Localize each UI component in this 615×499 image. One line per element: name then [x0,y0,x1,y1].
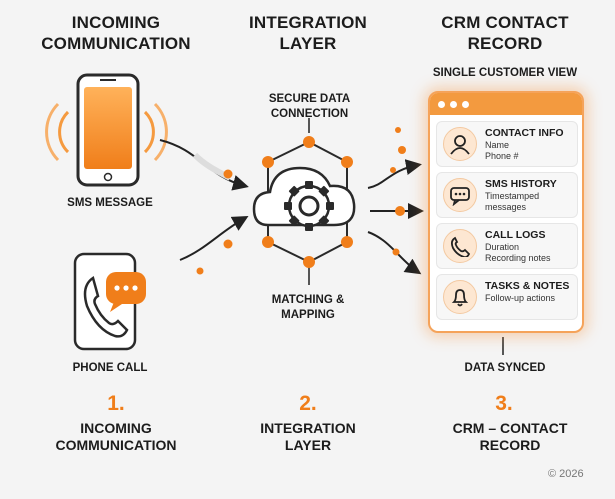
step-number-3: 3. [495,392,513,415]
step-number-2: 2. [299,392,317,415]
step-label-1: INCOMING COMMUNICATION [55,420,177,453]
outgoing-arrows [367,127,504,355]
phone-call-icon [73,252,146,351]
bell-icon [443,280,477,314]
phone-icon [443,229,477,263]
data-synced-label: DATA SYNCED [464,362,546,374]
heading-integration: INTEGRATION LAYER [248,13,368,53]
step-number-1: 1. [107,392,125,415]
crm-row-title: CONTACT INFO [485,127,564,139]
incoming-arrows [159,139,249,275]
phone-call-label: PHONE CALL [72,362,148,374]
copyright-text: © 2026 [548,468,584,480]
window-dot-icon [462,100,469,108]
heading-incoming: INCOMING COMMUNICATION [41,13,191,53]
crm-row-tasks-notes: TASKS & NOTES Follow-up actions [436,274,578,320]
crm-row-title: SMS HISTORY [485,178,557,190]
crm-row-detail: Follow-up actions [485,293,556,303]
window-dot-icon [438,100,445,108]
sms-phone-icon [45,73,168,187]
crm-window-bar [430,93,582,115]
integration-hub-icon [252,118,356,285]
crm-row-title: TASKS & NOTES [485,280,570,292]
step-label-2: INTEGRATION LAYER [260,420,356,453]
single-view-label: SINGLE CUSTOMER VIEW [432,67,578,79]
chat-bubble-icon [443,178,477,212]
secure-connection-label: SECURE DATA CONNECTION [268,93,351,120]
crm-row-title: CALL LOGS [485,229,546,241]
sms-label: SMS MESSAGE [67,197,153,209]
person-icon [443,127,477,161]
heading-crm: CRM CONTACT RECORD [441,13,569,53]
window-dot-icon [450,100,457,108]
matching-mapping-label: MATCHING & MAPPING [271,294,345,321]
step-label-3: CRM – CONTACT RECORD [452,420,568,453]
